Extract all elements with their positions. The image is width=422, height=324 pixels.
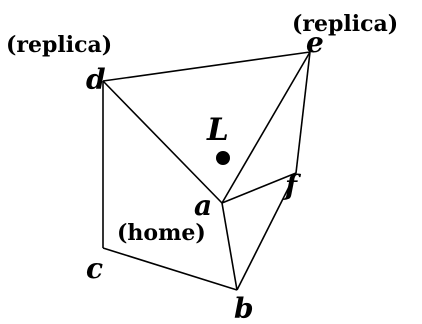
vertex-d-tag: (replica): [6, 32, 112, 58]
point-L-marker: [216, 151, 230, 165]
vertex-a-tag: (home): [117, 220, 206, 246]
vertex-f-label: f: [283, 169, 302, 202]
edge-f-b: [236, 172, 297, 291]
vertex-d-label: d: [86, 63, 106, 96]
point-L-label: L: [206, 112, 229, 148]
edge-e-a: [221, 51, 311, 204]
edge-e-f: [295, 51, 311, 174]
vertex-e-tag: (replica): [292, 11, 398, 37]
edge-group: [102, 51, 311, 291]
vertex-b-label: b: [234, 292, 254, 324]
edge-a-b: [221, 202, 238, 291]
edge-c-b: [102, 247, 238, 291]
edge-d-a: [102, 80, 223, 204]
edge-a-f: [221, 172, 297, 204]
vertex-e-label: e: [306, 26, 324, 59]
edge-d-e: [102, 51, 311, 82]
vertex-c-label: c: [86, 252, 103, 285]
vertex-a-label: a: [194, 189, 212, 222]
